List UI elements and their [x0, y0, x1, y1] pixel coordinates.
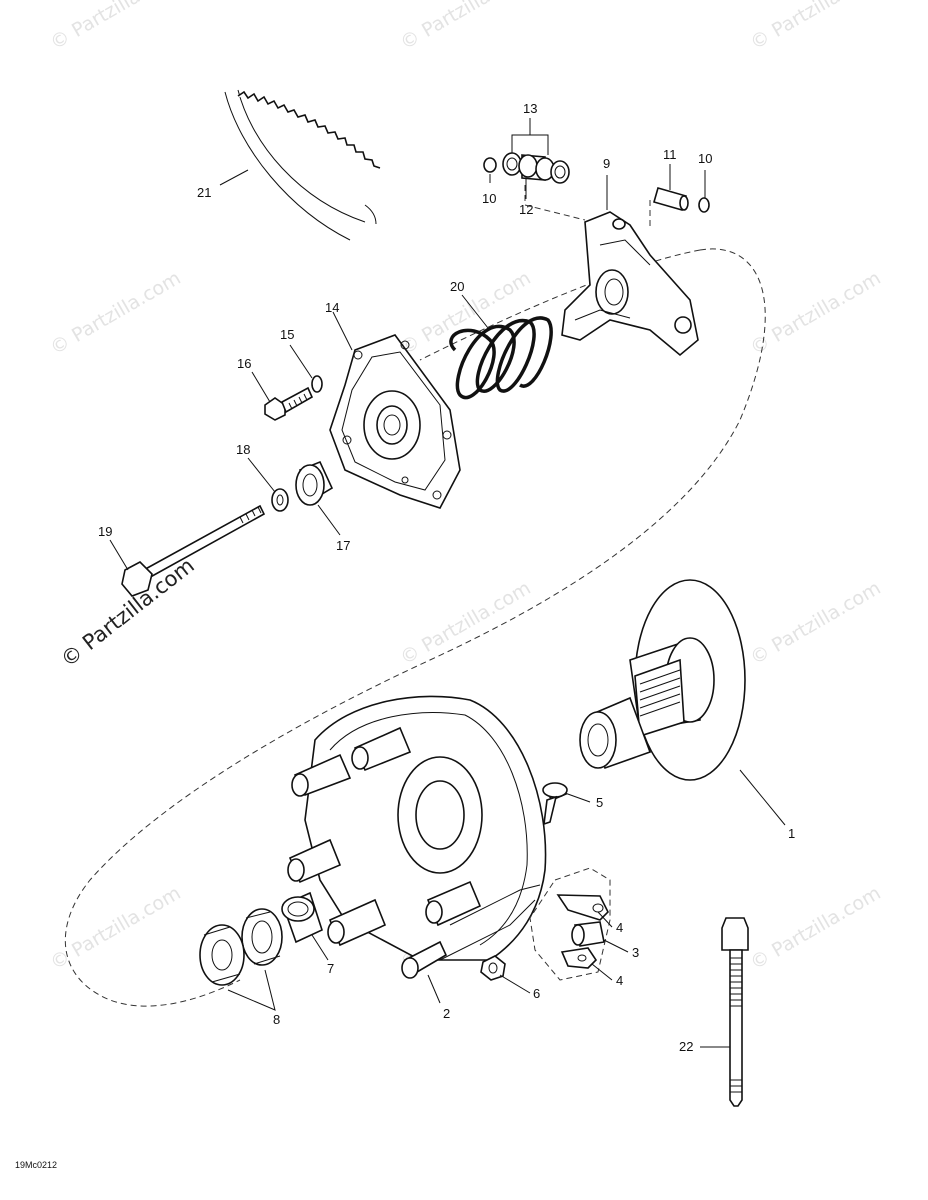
- callout-3: 3: [632, 945, 639, 960]
- callout-13: 13: [523, 101, 537, 116]
- bushing-7: [281, 891, 323, 944]
- spider: [561, 211, 699, 357]
- callout-22: 22: [679, 1039, 693, 1054]
- spring: [449, 316, 553, 400]
- movable-sheave: [287, 695, 547, 979]
- roller-weights: [529, 867, 611, 981]
- callout-5: 5: [596, 795, 603, 810]
- watermark-7: © Partzilla.com: [397, 577, 535, 669]
- watermark-9: © Partzilla.com: [47, 882, 185, 974]
- pin-and-ring: [653, 187, 710, 213]
- watermark-3: © Partzilla.com: [747, 0, 885, 54]
- callout-19: 19: [98, 524, 112, 539]
- long-bolt-22: [721, 917, 749, 1107]
- belt-outline-dashed: [64, 248, 766, 1007]
- drive-belt: [224, 89, 381, 241]
- washers-8: [199, 908, 283, 986]
- nut-6-hole: [488, 962, 498, 974]
- callout-17: 17: [336, 538, 350, 553]
- callout-18: 18: [236, 442, 250, 457]
- callout-7: 7: [327, 961, 334, 976]
- belt-outline-dashed-upper: [419, 249, 701, 361]
- callout-2: 2: [443, 1006, 450, 1021]
- callout-21: 21: [197, 185, 211, 200]
- callout-14: 14: [325, 300, 339, 315]
- roller-bushing-assembly: [483, 152, 570, 184]
- watermark-1: © Partzilla.com: [47, 0, 185, 54]
- callout-8: 8: [273, 1012, 280, 1027]
- fixed-sheave: [579, 579, 746, 781]
- watermark-6: © Partzilla.com: [747, 267, 885, 359]
- watermark-2: © Partzilla.com: [397, 0, 535, 54]
- screw-5: [542, 782, 568, 826]
- callout-15: 15: [280, 327, 294, 342]
- callout-6: 6: [533, 986, 540, 1001]
- callout-12: 12: [519, 202, 533, 217]
- callout-10b: 10: [698, 151, 712, 166]
- callout-4a: 4: [616, 920, 623, 935]
- watermark-4: © Partzilla.com: [47, 267, 185, 359]
- assembly-leader-1: [524, 185, 586, 221]
- cover-plate: [329, 334, 461, 509]
- callout-20: 20: [450, 279, 464, 294]
- callout-1: 1: [788, 826, 795, 841]
- callout-9: 9: [603, 156, 610, 171]
- watermark-11: © Partzilla.com: [747, 882, 885, 974]
- leader-lines: [109, 118, 786, 1048]
- long-bolt-assembly: [121, 460, 334, 597]
- callout-16: 16: [237, 356, 251, 371]
- watermark-8: © Partzilla.com: [747, 577, 885, 669]
- bolt-and-washer: [264, 375, 323, 421]
- callout-4b: 4: [616, 973, 623, 988]
- callout-10a: 10: [482, 191, 496, 206]
- nut-6: [480, 955, 506, 981]
- diagram-code: 19Mc0212: [15, 1160, 57, 1170]
- callout-labels: 1 2 3 4 4 5 6 7 8 9 10 10 11 12 13 14 15…: [98, 101, 795, 1054]
- callout-11: 11: [663, 147, 677, 162]
